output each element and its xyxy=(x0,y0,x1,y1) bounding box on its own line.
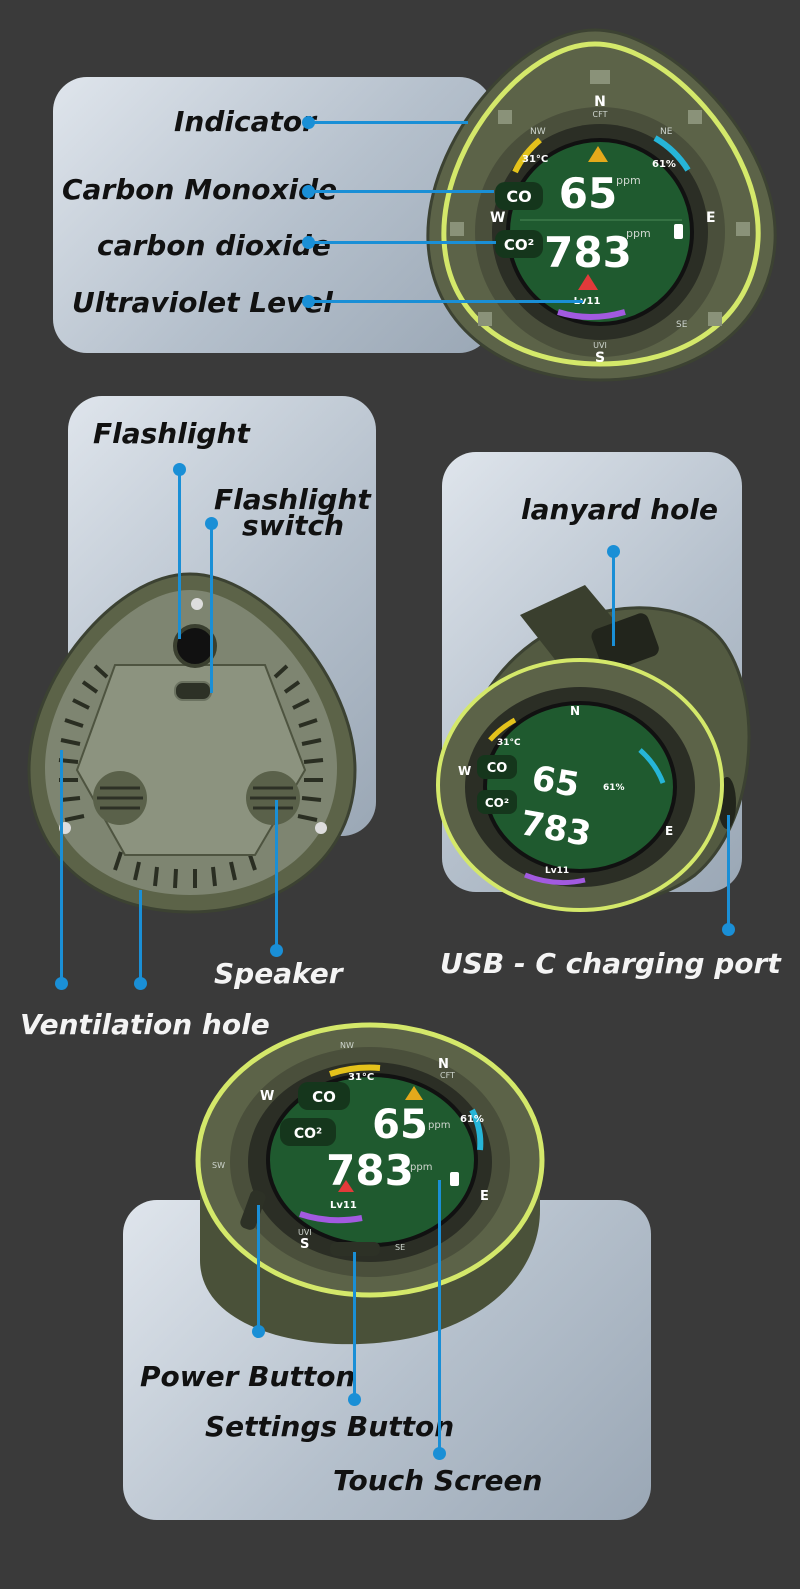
compass-w: W xyxy=(490,210,505,226)
pointer-vent-bottom-dot xyxy=(134,977,147,990)
persp-compass-sw: SW xyxy=(212,1161,225,1170)
label-flashlight-switch-2: switch xyxy=(242,509,345,542)
side-compass-n: N xyxy=(570,704,580,718)
pointer-lanyard-line xyxy=(612,551,615,646)
persp-co2-label: CO² xyxy=(294,1126,322,1142)
pointer-usb-dot xyxy=(722,923,735,936)
label-carbon-monoxide: Carbon Monoxide xyxy=(62,173,338,206)
compass-cft: CFT xyxy=(593,110,608,119)
side-humidity: 61% xyxy=(603,783,625,793)
persp-compass-s: S xyxy=(300,1237,309,1252)
persp-co-value: 65 xyxy=(372,1102,428,1148)
flashlight-switch xyxy=(174,681,212,701)
label-power-button: Power Button xyxy=(140,1360,356,1393)
side-co-value: 65 xyxy=(529,758,583,806)
label-settings-button: Settings Button xyxy=(205,1410,455,1443)
label-carbon-dioxide: carbon dioxide xyxy=(97,229,331,262)
pointer-touch-dot xyxy=(433,1447,446,1460)
pointer-flashlight-line xyxy=(178,469,181,639)
compass-n: N xyxy=(594,94,606,110)
persp-compass-e: E xyxy=(480,1189,489,1204)
temperature-value: 31°C xyxy=(522,154,548,165)
compass-uvi: UVI xyxy=(593,341,607,350)
ventilation-slots xyxy=(58,664,324,889)
device-side-view: N W E 31°C 61% CO 65 CO² 783 Lv11 xyxy=(436,585,751,912)
settings-button xyxy=(330,1242,380,1256)
pointer-indicator-line xyxy=(308,121,468,124)
persp-co-unit: ppm xyxy=(428,1120,450,1131)
label-touch-screen: Touch Screen xyxy=(333,1464,543,1497)
device-back-view xyxy=(27,572,357,914)
co-label: CO xyxy=(506,187,531,206)
co2-value: 783 xyxy=(544,228,632,277)
compass-e: E xyxy=(706,210,716,226)
flashlight-lens xyxy=(173,624,217,668)
pointer-vent-left-line xyxy=(60,750,63,980)
persp-compass-w: W xyxy=(260,1089,274,1104)
side-compass-e: E xyxy=(665,824,673,838)
device-front-view: N CFT NW NE W E S UVI SE 31°C 61% CO 65 … xyxy=(426,28,777,382)
co2-label: CO² xyxy=(504,236,534,254)
label-uv-level: Ultraviolet Level xyxy=(72,286,333,319)
persp-compass-n: N xyxy=(438,1057,449,1072)
co-unit: ppm xyxy=(616,174,641,187)
persp-compass-nw: NW xyxy=(340,1041,354,1050)
label-speaker: Speaker xyxy=(214,957,343,990)
power-button xyxy=(240,1190,266,1230)
persp-temperature: 31°C xyxy=(348,1072,374,1083)
persp-co-label: CO xyxy=(312,1088,336,1106)
persp-co2-unit: ppm xyxy=(410,1162,432,1173)
persp-co2-value: 783 xyxy=(326,1146,414,1195)
pointer-switch-line xyxy=(210,523,213,693)
label-flashlight: Flashlight xyxy=(93,417,250,450)
pointer-power-line xyxy=(257,1205,260,1329)
pointer-touch-line xyxy=(438,1180,441,1450)
uv-label: Lv11 xyxy=(574,296,601,307)
label-lanyard-hole: lanyard hole xyxy=(521,493,718,526)
pointer-co-line xyxy=(308,190,494,193)
side-co2-label: CO² xyxy=(485,796,509,810)
warning-icon xyxy=(588,146,608,162)
pointer-settings-line xyxy=(353,1252,356,1397)
pointer-speaker-dot xyxy=(270,944,283,957)
pointer-uv-line xyxy=(308,300,583,303)
side-uv-label: Lv11 xyxy=(545,866,569,876)
pointer-settings-dot xyxy=(348,1393,361,1406)
humidity-value: 61% xyxy=(652,159,676,170)
lanyard-hole xyxy=(591,613,659,672)
label-usb-port: USB - C charging port xyxy=(440,947,781,980)
persp-uv-label: Lv11 xyxy=(330,1200,357,1211)
co2-unit: ppm xyxy=(626,227,651,240)
persp-humidity: 61% xyxy=(460,1114,484,1125)
label-ventilation-hole: Ventilation hole xyxy=(20,1008,270,1041)
side-temperature: 31°C xyxy=(497,738,521,748)
compass-ne: NE xyxy=(660,127,673,137)
pointer-power-dot xyxy=(252,1325,265,1338)
compass-nw: NW xyxy=(530,127,546,137)
label-indicator: Indicator xyxy=(174,105,316,138)
glow-ring xyxy=(441,41,761,367)
compass-s: S xyxy=(595,350,605,366)
pointer-vent-left-dot xyxy=(55,977,68,990)
pointer-speaker-line xyxy=(275,800,278,946)
side-compass-w: W xyxy=(458,764,471,778)
pointer-vent-bottom-line xyxy=(139,890,142,980)
battery-icon xyxy=(674,224,683,239)
compass-se: SE xyxy=(676,320,688,330)
persp-compass-cft: CFT xyxy=(440,1071,455,1080)
persp-compass-se: SE xyxy=(395,1243,405,1252)
pointer-usb-line xyxy=(727,815,730,925)
side-co-label: CO xyxy=(487,761,508,776)
persp-compass-uvi: UVI xyxy=(298,1228,312,1237)
label-flashlight-switch-1: Flashlight xyxy=(214,483,371,516)
co-value: 65 xyxy=(559,169,617,218)
pointer-co2-line xyxy=(308,241,496,244)
device-perspective-view: N CFT NW W E S UVI SE SW 31°C 61% CO 65 … xyxy=(195,1022,545,1345)
touch-screen xyxy=(508,140,692,324)
